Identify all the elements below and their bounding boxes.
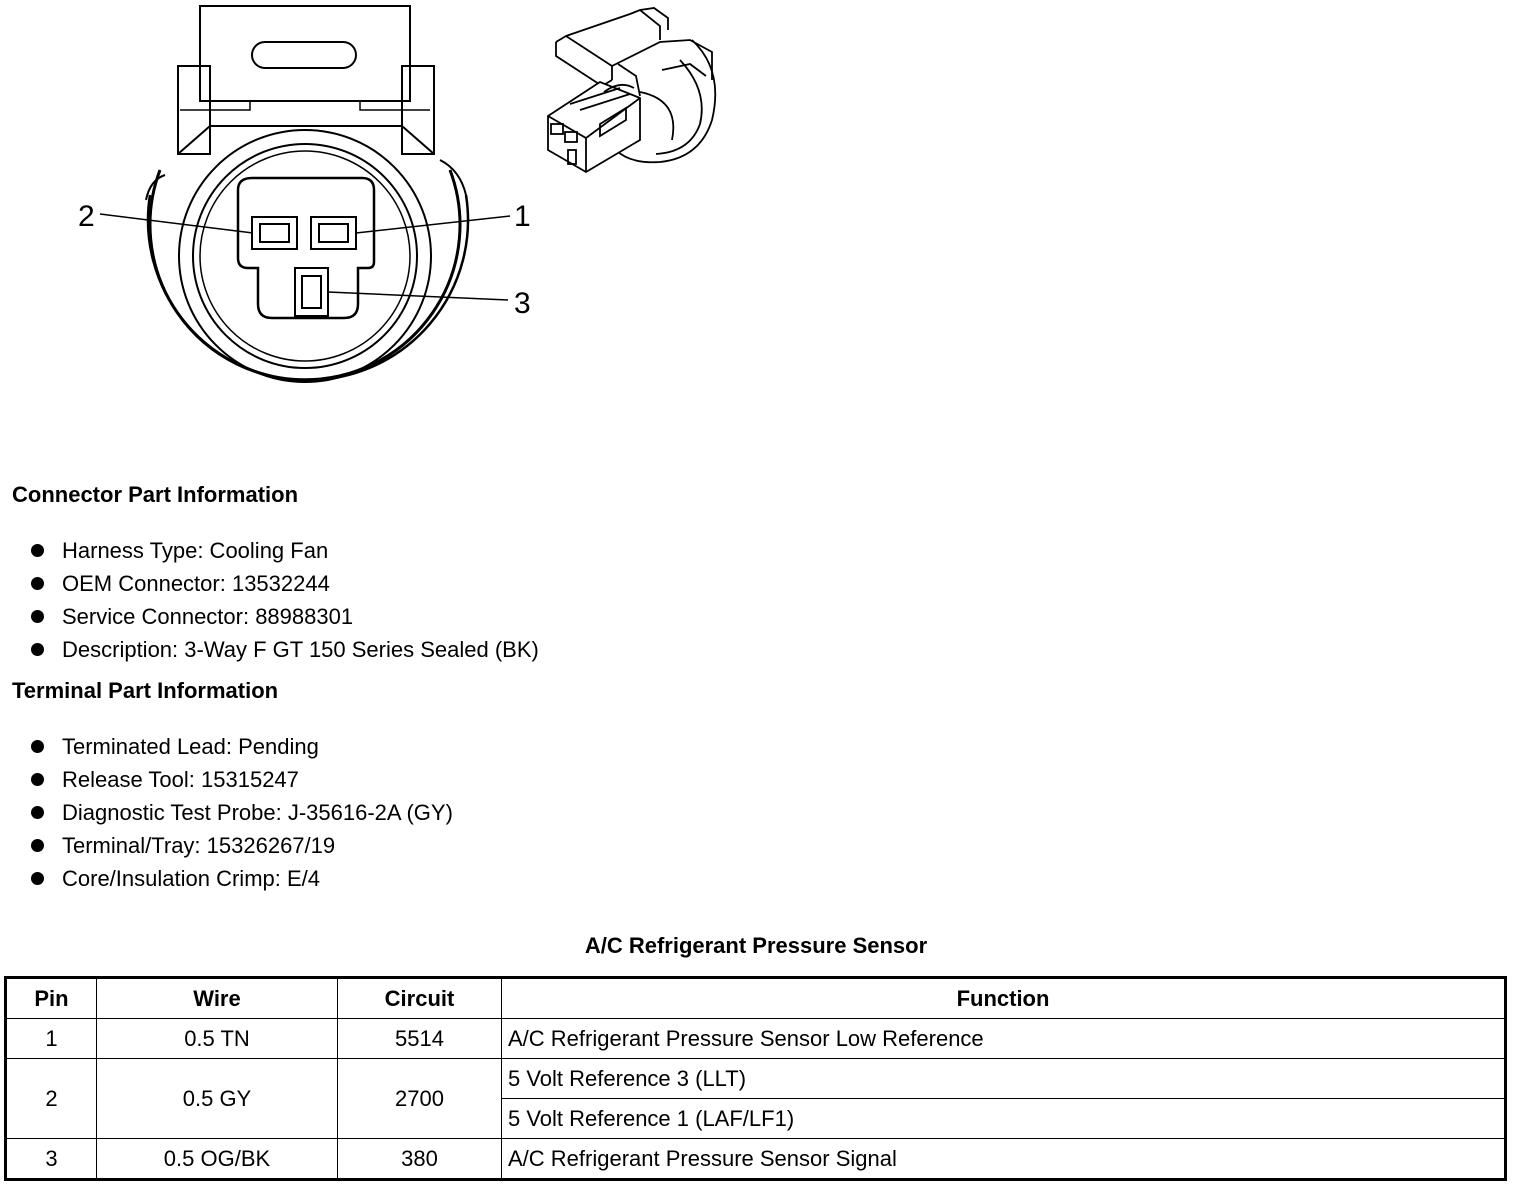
circuit-cell: 380: [337, 1138, 502, 1180]
wire-cell: 0.5 TN: [96, 1018, 338, 1059]
list-item: Core/Insulation Crimp: E/4: [28, 862, 453, 895]
function-column-header: Function: [501, 977, 1506, 1019]
list-item: Harness Type: Cooling Fan: [28, 534, 539, 567]
terminal-part-information-heading: Terminal Part Information: [12, 678, 279, 703]
bullet-icon: [31, 740, 44, 753]
pin-table: Pin Wire Circuit Function 1 0.5 TN 5514 …: [4, 976, 1507, 1181]
list-item: Service Connector: 88988301: [28, 600, 539, 633]
connector-latch: [199, 5, 411, 102]
pin-2-leader: [99, 213, 254, 234]
bullet-icon: [31, 839, 44, 852]
pin-1-callout: 1: [514, 200, 531, 233]
pin-2-callout: 2: [78, 200, 95, 233]
list-item: Terminal/Tray: 15326267/19: [28, 829, 453, 862]
circuit-column-header: Circuit: [337, 977, 502, 1019]
pin-cavity-outline: [236, 176, 376, 320]
pin-cell: 1: [5, 1018, 97, 1059]
table-row: 2 0.5 GY 2700 5 Volt Reference 3 (LLT): [5, 1058, 1506, 1139]
function-cell: A/C Refrigerant Pressure Sensor Signal: [501, 1138, 1506, 1180]
list-item: Release Tool: 15315247: [28, 763, 453, 796]
bullet-icon: [31, 872, 44, 885]
connector-part-information-heading: Connector Part Information: [12, 482, 299, 507]
pin-3-callout: 3: [514, 287, 531, 320]
bullet-icon: [31, 773, 44, 786]
table-row: 1 0.5 TN 5514 A/C Refrigerant Pressure S…: [5, 1018, 1506, 1059]
pin-table-title: A/C Refrigerant Pressure Sensor: [584, 933, 928, 958]
connector-body: [148, 169, 462, 382]
table-row: 3 0.5 OG/BK 380 A/C Refrigerant Pressure…: [5, 1138, 1506, 1180]
list-item: Description: 3-Way F GT 150 Series Seale…: [28, 633, 539, 666]
pin-2-cavity: [251, 216, 298, 250]
circuit-cell: 5514: [337, 1018, 502, 1059]
list-item: OEM Connector: 13532244: [28, 567, 539, 600]
bullet-icon: [31, 806, 44, 819]
pin-cell: 3: [5, 1138, 97, 1180]
wire-cell: 0.5 GY: [96, 1058, 338, 1139]
pin-cell: 2: [5, 1058, 97, 1139]
table-header-row: Pin Wire Circuit Function: [5, 977, 1506, 1019]
pin-1-leader: [355, 215, 511, 234]
connector-part-information-list: Harness Type: Cooling Fan OEM Connector:…: [28, 534, 539, 666]
wire-cell: 0.5 OG/BK: [96, 1138, 338, 1180]
list-item: Terminated Lead: Pending: [28, 730, 453, 763]
function-cell: 5 Volt Reference 3 (LLT): [501, 1058, 1506, 1099]
pin-column-header: Pin: [5, 977, 97, 1019]
function-cell: 5 Volt Reference 1 (LAF/LF1): [501, 1098, 1506, 1139]
function-cell: A/C Refrigerant Pressure Sensor Low Refe…: [501, 1018, 1506, 1059]
bullet-icon: [31, 577, 44, 590]
circuit-cell: 2700: [337, 1058, 502, 1139]
bullet-icon: [31, 643, 44, 656]
bullet-icon: [31, 610, 44, 623]
connector-diagram: 2 1 3: [78, 5, 717, 383]
bullet-icon: [31, 544, 44, 557]
connector-isometric-view: [547, 7, 717, 174]
wire-column-header: Wire: [96, 977, 338, 1019]
pin-1-cavity: [310, 216, 357, 250]
terminal-part-information-list: Terminated Lead: Pending Release Tool: 1…: [28, 730, 453, 895]
list-item: Diagnostic Test Probe: J-35616-2A (GY): [28, 796, 453, 829]
pin-3-leader: [327, 291, 509, 301]
